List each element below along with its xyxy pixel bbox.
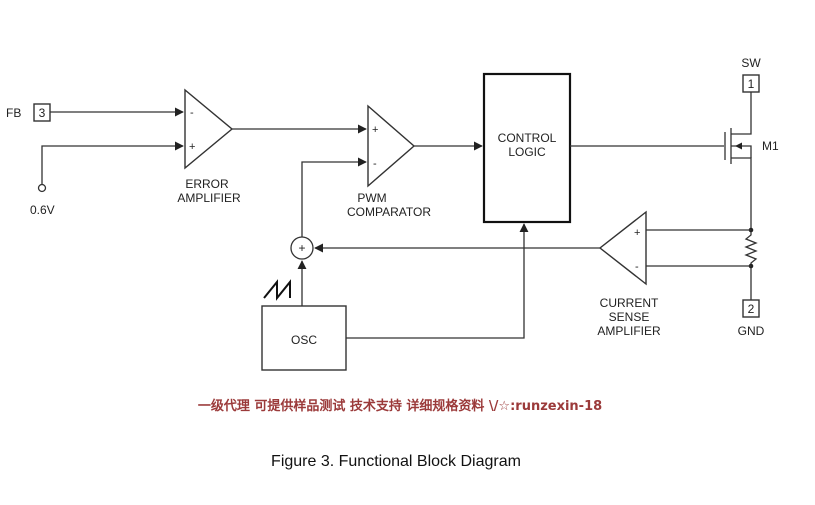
control-logic: CONTROL LOGIC bbox=[482, 72, 572, 224]
summing-junction-symbol: + bbox=[298, 241, 305, 255]
error-amplifier-triangle bbox=[184, 88, 234, 170]
sawtooth-waveform-icon bbox=[263, 279, 291, 301]
gnd-pin-box bbox=[742, 299, 760, 318]
watermark-text: 一级代理 可提供样品测试 技术支持 详细规格资料 \/☆:runzexin-18 bbox=[198, 398, 602, 414]
reference-voltage: 0.6V bbox=[30, 183, 55, 217]
osc-box bbox=[261, 305, 347, 371]
sense-resistor bbox=[744, 227, 758, 300]
summing-junction: + bbox=[290, 236, 314, 260]
source-lead bbox=[731, 157, 752, 230]
sw-pin-label: SW bbox=[741, 56, 761, 70]
pwm-minus-sign: - bbox=[373, 158, 377, 170]
transistor-m1: M1 bbox=[724, 92, 779, 230]
resistor-zigzag-icon bbox=[744, 230, 758, 300]
pwm-comparator-triangle bbox=[367, 104, 416, 188]
pwm-plus-sign: + bbox=[372, 124, 378, 136]
error-amplifier-label-line1: ERROR bbox=[185, 177, 229, 191]
control-logic-label-line2: LOGIC bbox=[508, 145, 546, 159]
current-sense-plus-sign: + bbox=[634, 227, 640, 239]
fb-pin-label: FB bbox=[6, 106, 21, 120]
fb-pin: FB 3 bbox=[6, 103, 51, 122]
reference-terminal-icon bbox=[37, 183, 47, 193]
reference-voltage-label: 0.6V bbox=[30, 203, 55, 217]
sw-pin: SW 1 bbox=[741, 56, 761, 93]
current-sense-label-line1: CURRENT bbox=[600, 296, 659, 310]
osc-to-control-logic-wire bbox=[346, 223, 529, 339]
error-amplifier: - + ERROR AMPLIFIER bbox=[177, 88, 241, 205]
pwm-comparator-label-line2: COMPARATOR bbox=[347, 205, 431, 219]
gnd-pin-label: GND bbox=[738, 324, 765, 338]
current-sense-amplifier-triangle bbox=[598, 210, 647, 286]
oscillator: OSC bbox=[261, 279, 347, 371]
control-logic-label-line1: CONTROL bbox=[498, 131, 557, 145]
current-sense-minus-sign: - bbox=[635, 261, 639, 273]
error-amp-plus-sign: + bbox=[189, 141, 195, 153]
gnd-pin: 2 GND bbox=[738, 299, 765, 338]
sw-pin-number: 1 bbox=[748, 77, 755, 91]
pwm-comparator-label-line1: PWM bbox=[357, 191, 386, 205]
drain-lead bbox=[731, 92, 752, 135]
fb-pin-number: 3 bbox=[39, 106, 46, 120]
pwm-comparator: + - PWM COMPARATOR bbox=[347, 104, 431, 219]
current-sense-label-line3: AMPLIFIER bbox=[597, 324, 661, 338]
current-sense-amplifier: + - CURRENT SENSE AMPLIFIER bbox=[597, 210, 661, 338]
transistor-label: M1 bbox=[762, 139, 779, 153]
error-amplifier-label-line2: AMPLIFIER bbox=[177, 191, 241, 205]
summer-to-pwm-wire bbox=[301, 157, 367, 237]
body-arrow-icon bbox=[735, 142, 742, 150]
osc-label: OSC bbox=[291, 333, 317, 347]
figure-caption: Figure 3. Functional Block Diagram bbox=[271, 453, 521, 470]
current-sense-label-line2: SENSE bbox=[609, 310, 650, 324]
reference-to-error-amp-wire bbox=[41, 141, 184, 184]
error-amp-minus-sign: - bbox=[190, 107, 194, 119]
control-logic-box bbox=[482, 72, 572, 224]
gnd-pin-number: 2 bbox=[748, 302, 755, 316]
